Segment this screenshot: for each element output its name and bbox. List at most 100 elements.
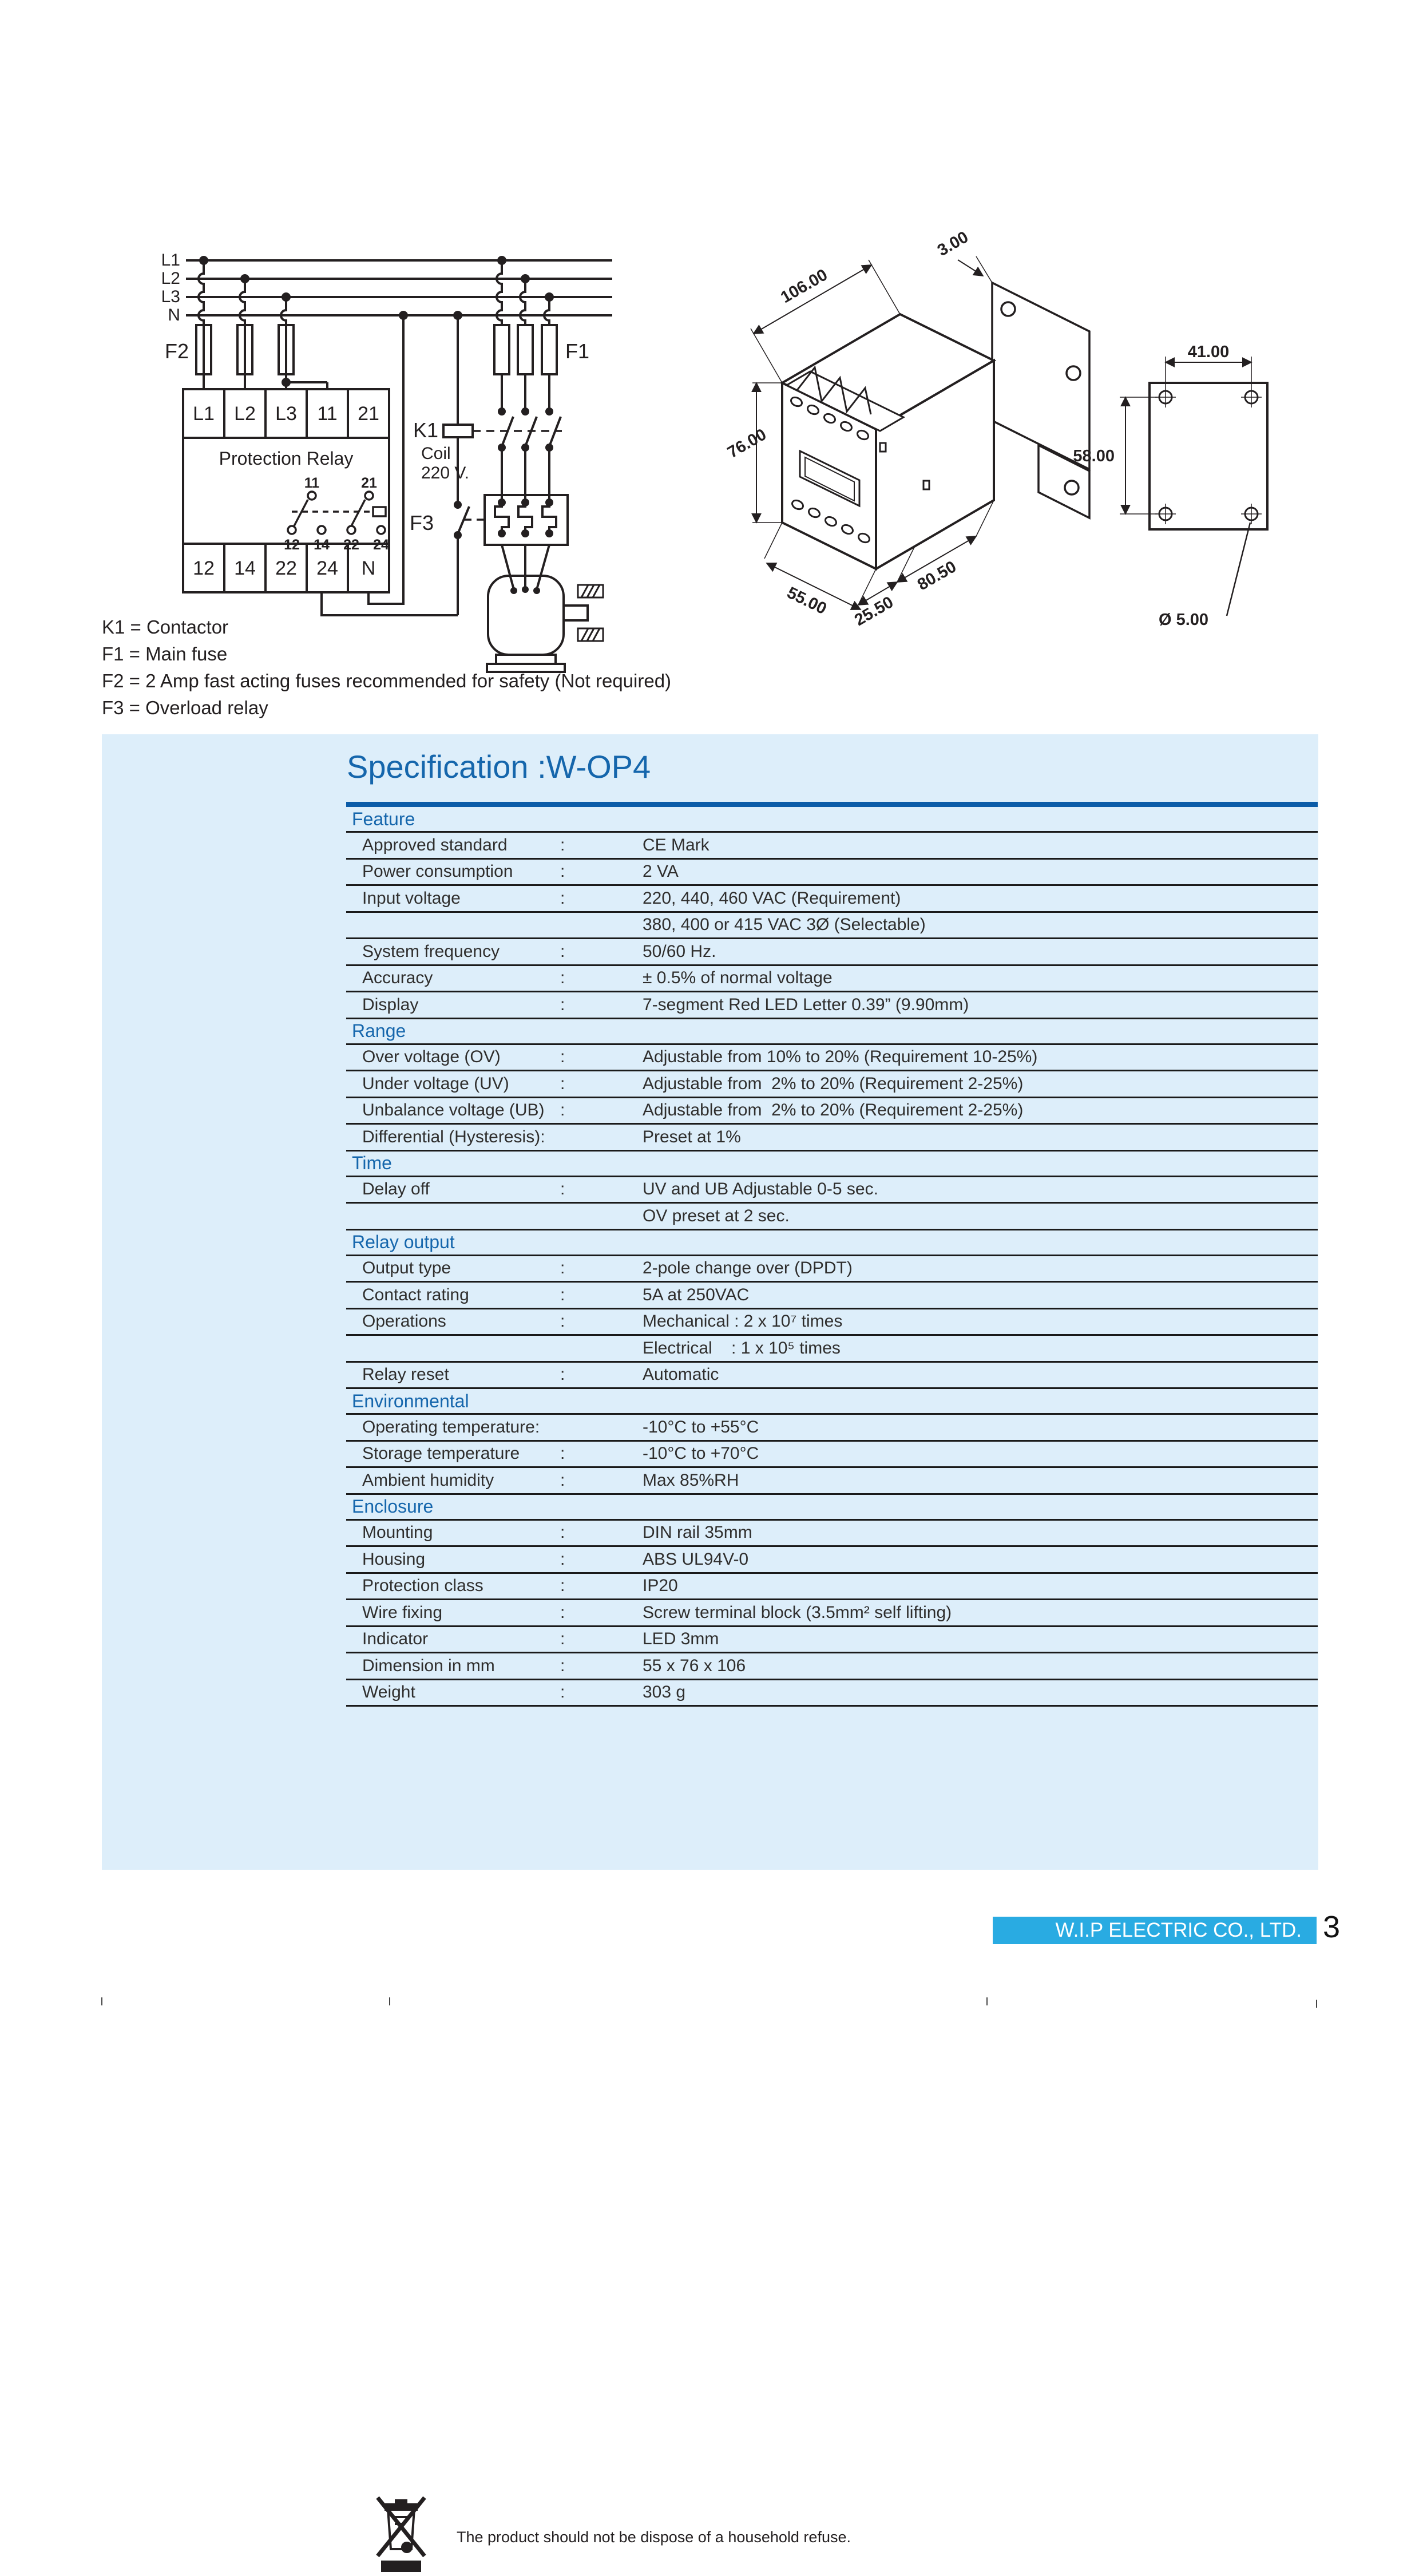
spec-row-label: Output type bbox=[362, 1259, 451, 1278]
spec-row-colon: : bbox=[560, 1683, 565, 1702]
spec-row: Protection class:IP20 bbox=[346, 1574, 1318, 1600]
spec-row-value: 220, 440, 460 VAC (Requirement) bbox=[643, 888, 901, 908]
spec-row-value: 55 x 76 x 106 bbox=[643, 1656, 746, 1675]
spec-row-label: Contact rating bbox=[362, 1285, 469, 1304]
spec-section-header: Enclosure bbox=[346, 1495, 1318, 1521]
spec-row-value: 2 VA bbox=[643, 862, 679, 881]
spec-row-label: Approved standard bbox=[362, 835, 508, 854]
spec-row: Dimension in mm:55 x 76 x 106 bbox=[346, 1653, 1318, 1680]
side-slot-2 bbox=[922, 480, 930, 490]
spec-row-colon: : bbox=[560, 1312, 565, 1331]
spec-row: System frequency:50/60 Hz. bbox=[346, 939, 1318, 966]
spec-row-colon: : bbox=[560, 835, 565, 854]
contact-22: 22 bbox=[343, 537, 359, 553]
spec-row-colon: : bbox=[560, 1047, 565, 1067]
spec-row-label: Operating temperature: bbox=[362, 1417, 540, 1437]
spec-row-label: Housing bbox=[362, 1549, 426, 1569]
spec-row-label: Unbalance voltage (UB) bbox=[362, 1101, 545, 1120]
spec-row-value: Screw terminal block (3.5mm² self liftin… bbox=[643, 1602, 952, 1622]
spec-row-value: ± 0.5% of normal voltage bbox=[643, 968, 833, 988]
spec-row-value: IP20 bbox=[643, 1576, 678, 1596]
fuse-f1-branches bbox=[493, 260, 558, 410]
shaft-hatching bbox=[577, 584, 604, 642]
spec-section-header: Relay output bbox=[346, 1230, 1318, 1256]
spec-row: Power consumption:2 VA bbox=[346, 860, 1318, 886]
spec-row-label: Display bbox=[362, 995, 419, 1014]
mounting-plate bbox=[1120, 357, 1269, 616]
legend-line-f2: F2 = 2 Amp fast acting fuses recommended… bbox=[102, 670, 672, 691]
spec-row-colon: : bbox=[560, 1629, 565, 1649]
dimension-drawing: 3.00 106.00 76.00 55.00 25.50 80.50 41.0… bbox=[727, 228, 1269, 630]
neutral-return-wire bbox=[367, 315, 405, 605]
spec-section-header: Feature bbox=[346, 807, 1318, 833]
dim-80-5: 80.50 bbox=[914, 557, 960, 594]
spec-row-value: -10°C to +70°C bbox=[643, 1444, 759, 1463]
spec-row-colon: : bbox=[560, 1180, 565, 1199]
dim-58: 58.00 bbox=[1073, 447, 1115, 465]
spec-row-value: LED 3mm bbox=[643, 1629, 719, 1649]
spec-row: Operations:Mechanical : 2 x 10⁷ times bbox=[346, 1309, 1318, 1336]
screw-holes-top bbox=[790, 396, 869, 441]
spec-row-value: Automatic bbox=[643, 1365, 719, 1384]
terminal-14: 14 bbox=[234, 557, 256, 579]
terminal-11: 11 bbox=[317, 403, 337, 425]
spec-row-colon: : bbox=[560, 1470, 565, 1490]
spec-row: Indicator:LED 3mm bbox=[346, 1627, 1318, 1653]
contactor-contacts bbox=[501, 410, 562, 502]
fuse-f1-2 bbox=[517, 324, 534, 375]
spec-row-colon: : bbox=[560, 1549, 565, 1569]
spec-row: Input voltage:220, 440, 460 VAC (Require… bbox=[346, 886, 1318, 913]
spec-row-value: Adjustable from 2% to 20% (Requirement 2… bbox=[643, 1101, 1024, 1120]
crop-tick-1 bbox=[101, 1997, 102, 2005]
spec-row-value: Preset at 1% bbox=[643, 1127, 741, 1146]
spec-row-value: 380, 400 or 415 VAC 3Ø (Selectable) bbox=[643, 915, 926, 935]
spec-row-label: Delay off bbox=[362, 1180, 430, 1199]
spec-row-label: System frequency bbox=[362, 941, 500, 961]
spec-section-label: Environmental bbox=[352, 1390, 469, 1411]
relay-internal-contacts bbox=[287, 490, 387, 535]
spec-row: Display:7-segment Red LED Letter 0.39” (… bbox=[346, 992, 1318, 1019]
spec-section-label: Feature bbox=[352, 808, 415, 829]
spec-row-label: Storage temperature bbox=[362, 1444, 520, 1463]
spec-title: Specification :W-OP4 bbox=[347, 749, 651, 785]
front-panel-details bbox=[790, 396, 930, 544]
relay-title: Protection Relay bbox=[219, 448, 354, 469]
spec-row-label: Wire fixing bbox=[362, 1602, 443, 1622]
disposal-note: The product should not be dispose of a h… bbox=[457, 2528, 851, 2546]
spec-section-header: Environmental bbox=[346, 1389, 1318, 1415]
spec-row-label: Over voltage (OV) bbox=[362, 1047, 501, 1067]
spec-row-label: Weight bbox=[362, 1683, 415, 1702]
plate-holes bbox=[1158, 390, 1259, 521]
terminal-l3: L3 bbox=[275, 403, 297, 425]
spec-row: Storage temperature:-10°C to +70°C bbox=[346, 1442, 1318, 1468]
dim-106: 106.00 bbox=[778, 266, 831, 307]
spec-row: Ambient humidity:Max 85%RH bbox=[346, 1468, 1318, 1495]
overload-label: F3 bbox=[410, 511, 434, 535]
fuse-f1-label: F1 bbox=[565, 339, 589, 363]
coil-label-line2: 220 V. bbox=[421, 464, 469, 482]
spec-row-value: Adjustable from 10% to 20% (Requirement … bbox=[643, 1047, 1038, 1067]
fuse-f1-3 bbox=[541, 324, 558, 375]
relay-top-terminals: L1 L2 L3 11 21 bbox=[193, 403, 379, 425]
spec-row: Delay off:UV and UB Adjustable 0-5 sec. bbox=[346, 1177, 1318, 1204]
motor-wires bbox=[501, 544, 550, 590]
bus-label-n: N bbox=[168, 306, 180, 325]
relay-bottom-terminals: 12 14 22 24 N bbox=[193, 557, 375, 579]
spec-row-value: 7-segment Red LED Letter 0.39” (9.90mm) bbox=[643, 995, 969, 1014]
contact-numbers: 11 21 12 14 22 24 bbox=[284, 475, 389, 553]
spec-row: Mounting:DIN rail 35mm bbox=[346, 1521, 1318, 1547]
spec-row-label: Mounting bbox=[362, 1523, 433, 1542]
terminal-22: 22 bbox=[275, 557, 297, 579]
spec-row: Weight:303 g bbox=[346, 1680, 1318, 1707]
iso-dimensions bbox=[750, 256, 994, 610]
protection-relay-box bbox=[182, 388, 390, 593]
dim-hole: Ø 5.00 bbox=[1159, 611, 1208, 629]
contact-14: 14 bbox=[314, 537, 330, 553]
overload-f3-switch bbox=[457, 506, 485, 615]
spec-row-label: Differential (Hysteresis): bbox=[362, 1127, 545, 1146]
spec-row-value: 5A at 250VAC bbox=[643, 1285, 750, 1304]
spec-row-value: CE Mark bbox=[643, 835, 710, 854]
display-window-inner bbox=[804, 456, 855, 502]
